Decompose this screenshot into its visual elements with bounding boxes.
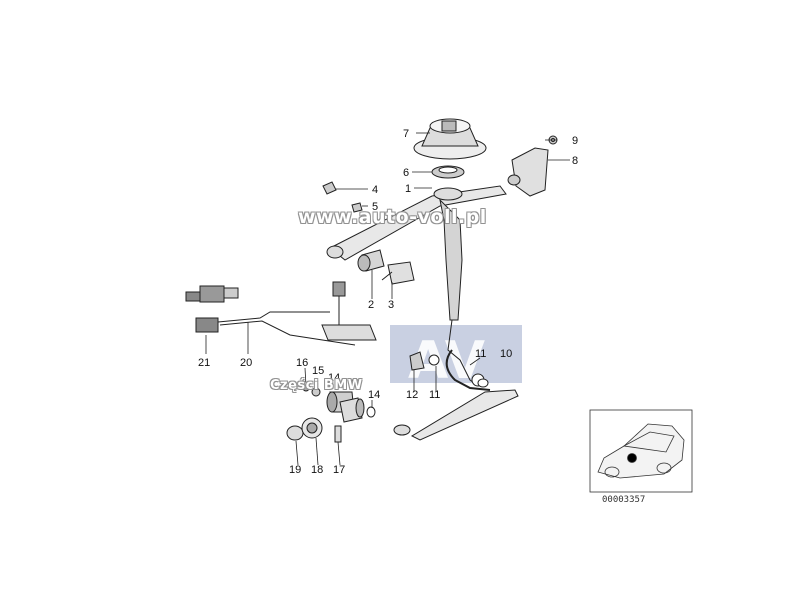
washer-parts xyxy=(409,351,489,388)
part-label-21: 21 xyxy=(198,357,211,369)
url-watermark: www.auto-voll.pl xyxy=(298,206,487,228)
part-label-10: 10 xyxy=(500,348,513,360)
part-label-13: 13 xyxy=(349,378,362,390)
part-label-12: 12 xyxy=(406,389,419,401)
part-label-4: 4 xyxy=(372,184,379,196)
part-label-9: 9 xyxy=(572,135,579,147)
part-label-16: 16 xyxy=(296,357,309,369)
part-label-2: 2 xyxy=(368,299,375,311)
mounting-bracket-part xyxy=(507,147,549,197)
part-label-1: 1 xyxy=(405,183,412,195)
part-label-18: 18 xyxy=(311,464,324,476)
clip-part xyxy=(322,181,337,195)
small-bushings-parts xyxy=(286,384,376,443)
sensor-connector-part xyxy=(185,285,239,333)
shift-boot-part xyxy=(413,118,487,160)
car-location-thumbnail xyxy=(589,409,693,493)
part-label-14a: 14 xyxy=(328,372,341,384)
shift-bracket-part xyxy=(381,261,415,285)
part-label-11b: 11 xyxy=(429,389,441,401)
part-label-5: 5 xyxy=(372,201,379,213)
parts-watermark: Części BMW xyxy=(270,378,363,393)
leader-lines xyxy=(205,132,570,466)
part-label-19: 19 xyxy=(289,464,302,476)
part-label-14b: 14 xyxy=(368,389,381,401)
small-clip-part xyxy=(351,202,363,213)
part-label-11a: 11 xyxy=(475,348,487,360)
cable-part xyxy=(217,311,356,346)
part-label-6: 6 xyxy=(403,167,410,179)
bushing-part xyxy=(357,249,385,272)
part-label-20: 20 xyxy=(240,357,253,369)
part-label-15: 15 xyxy=(312,365,325,377)
part-label-17: 17 xyxy=(333,464,346,476)
part-label-3: 3 xyxy=(388,299,395,311)
part-label-8: 8 xyxy=(572,155,579,167)
selector-plate-part xyxy=(321,281,377,341)
part-label-7: 7 xyxy=(403,128,410,140)
bushing-ring-part xyxy=(431,165,465,179)
shift-lever-arm-part xyxy=(326,185,507,387)
catalog-number: 00003357 xyxy=(602,495,646,505)
